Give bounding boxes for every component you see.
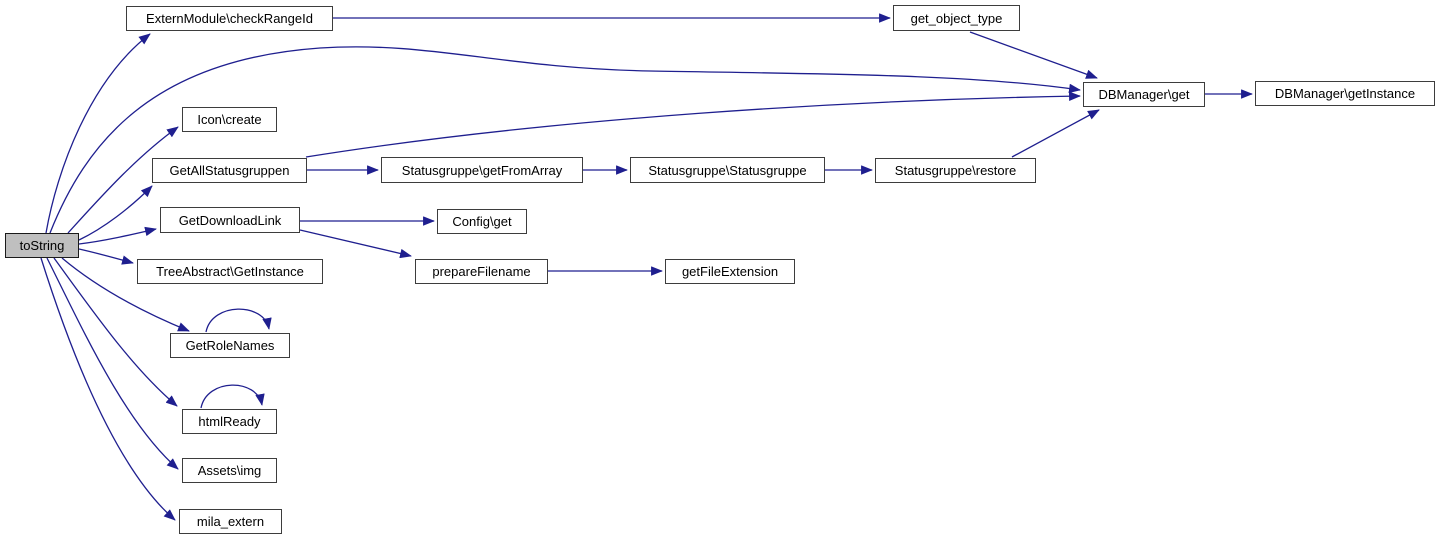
node-sg_getfromarray[interactable]: Statusgruppe\getFromArray xyxy=(381,157,583,183)
edge-toString-getdownloadlink xyxy=(78,226,157,245)
node-htmlready[interactable]: htmlReady xyxy=(182,409,277,434)
node-getfileext[interactable]: getFileExtension xyxy=(665,259,795,284)
edge-toString-mila_extern xyxy=(40,257,176,521)
node-getrolenames[interactable]: GetRoleNames xyxy=(170,333,290,358)
node-icon_create[interactable]: Icon\create xyxy=(182,107,277,132)
edge-htmlready-htmlready xyxy=(200,384,265,409)
node-get_object_type[interactable]: get_object_type xyxy=(893,5,1020,31)
node-mila_extern[interactable]: mila_extern xyxy=(179,509,282,534)
edge-getrolenames-getrolenames xyxy=(205,308,272,333)
edge-sg_restore-dbget xyxy=(1011,109,1100,158)
node-getallstatus[interactable]: GetAllStatusgruppen xyxy=(152,158,307,183)
node-assets_img[interactable]: Assets\img xyxy=(182,458,277,483)
edge-toString-getrolenames xyxy=(61,257,190,332)
node-toString: toString xyxy=(5,233,79,258)
edge-toString-icon_create xyxy=(67,126,179,234)
node-getdownloadlink[interactable]: GetDownloadLink xyxy=(160,207,300,233)
edge-get_object_type-dbget xyxy=(969,31,1098,79)
node-dbgetinstance[interactable]: DBManager\getInstance xyxy=(1255,81,1435,106)
edge-toString-assets_img xyxy=(46,257,179,470)
edge-toString-getallstatus xyxy=(78,185,153,241)
node-config_get[interactable]: Config\get xyxy=(437,209,527,234)
node-preparefilename[interactable]: prepareFilename xyxy=(415,259,548,284)
node-checkRangeId[interactable]: ExternModule\checkRangeId xyxy=(126,6,333,31)
edge-getallstatus-dbget xyxy=(305,91,1081,158)
node-dbget[interactable]: DBManager\get xyxy=(1083,82,1205,107)
node-treeabstract[interactable]: TreeAbstract\GetInstance xyxy=(137,259,323,284)
node-sg_restore[interactable]: Statusgruppe\restore xyxy=(875,158,1036,183)
edge-toString-treeabstract xyxy=(78,248,134,265)
node-sg_statusgruppe[interactable]: Statusgruppe\Statusgruppe xyxy=(630,157,825,183)
edge-getdownloadlink-preparefilename xyxy=(299,229,412,259)
edge-toString-dbget xyxy=(49,46,1081,234)
edge-toString-htmlready xyxy=(53,257,178,407)
edge-toString-checkRangeId xyxy=(45,33,151,234)
